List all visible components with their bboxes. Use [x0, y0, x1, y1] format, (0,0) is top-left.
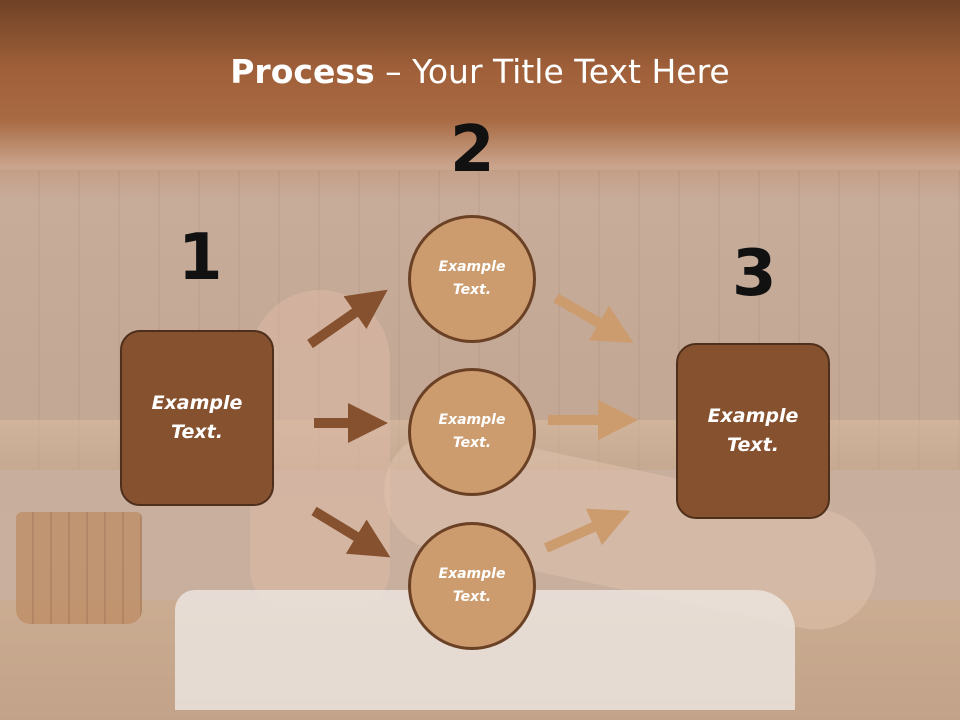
- step-1-box-text: Example Text.: [151, 392, 243, 443]
- step-number-2[interactable]: 2: [450, 113, 495, 187]
- title-rest: – Your Title Text Here: [374, 52, 730, 91]
- step-2-circle-bottom[interactable]: Example Text.: [408, 522, 536, 650]
- step-number-3[interactable]: 3: [732, 237, 777, 311]
- arrow-1-to-top-icon: [307, 289, 388, 349]
- arrow-top-to-3-icon: [553, 293, 634, 344]
- sauna-bucket-image: [16, 512, 142, 624]
- step-1-box[interactable]: Example Text.: [120, 330, 274, 506]
- step-3-box-text: Example Text.: [707, 405, 799, 456]
- arrow-1-to-bottom-icon: [311, 506, 391, 558]
- circle-middle-text: Example Text.: [438, 412, 506, 451]
- step-2-circle-top[interactable]: Example Text.: [408, 215, 536, 343]
- circle-bottom-text: Example Text.: [438, 566, 506, 605]
- circle-top-text: Example Text.: [438, 259, 506, 298]
- step-2-circle-middle[interactable]: Example Text.: [408, 368, 536, 496]
- step-3-box[interactable]: Example Text.: [676, 343, 830, 519]
- arrow-bottom-to-3-icon: [543, 508, 631, 553]
- step-number-1[interactable]: 1: [178, 221, 223, 295]
- title-bold: Process: [230, 52, 375, 91]
- slide-title[interactable]: Process – Your Title Text Here: [0, 52, 960, 91]
